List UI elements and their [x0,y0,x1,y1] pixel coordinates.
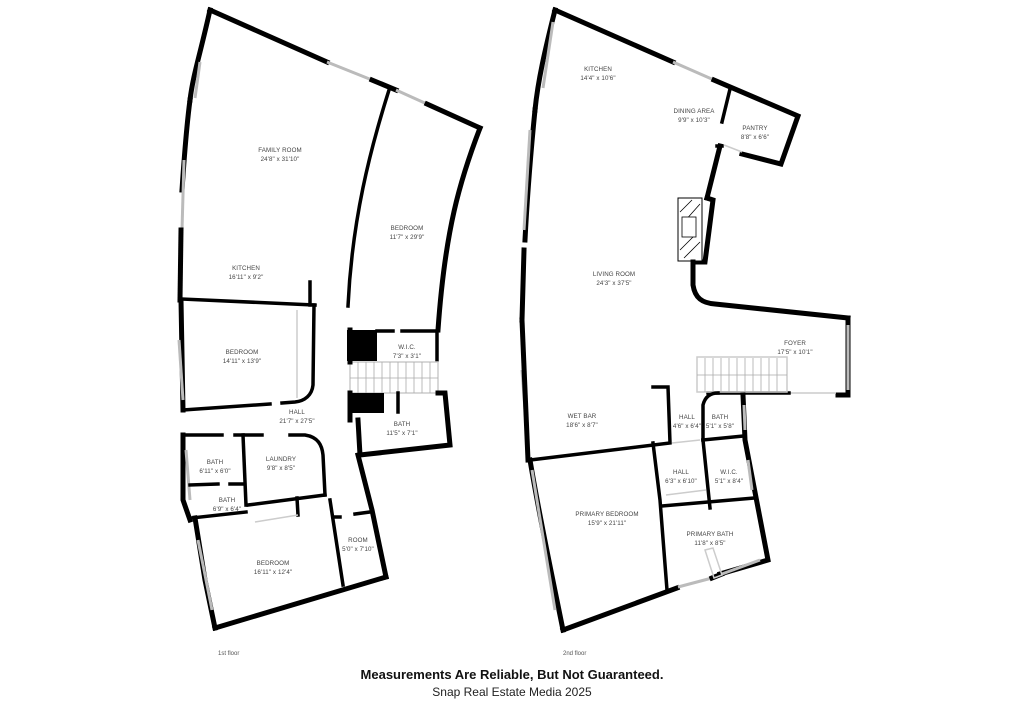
room-dimensions: 14'11" x 13'9" [222,358,262,365]
room-name: LAUNDRY [265,456,297,463]
room-primary-bath: PRIMARY BATH 11'8" x 8'5" [687,530,734,548]
room-dimensions: 5'1" x 8'4" [714,478,744,485]
room-wic: W.I.C. 7'3" x 3'1" [393,343,421,361]
room-hall-2b: HALL 6'3" x 6'10" [665,468,697,486]
room-name: PRIMARY BATH [686,531,734,538]
room-dining-area: DINING AREA 9'9" x 10'3" [674,107,715,125]
room-dimensions: 14'4" x 10'6" [580,75,616,82]
room-name: WET BAR [567,413,597,420]
room-name: FAMILY ROOM [258,147,302,154]
room-name: BATH [711,414,729,421]
room-name: ROOM [348,537,368,544]
room-name: BATH [206,459,224,466]
room-name: W.I.C. [398,344,416,351]
room-dimensions: 5'1" x 5'8" [705,423,735,430]
room-dimensions: 24'8" x 31'10" [260,156,300,163]
room-name: BEDROOM [390,225,424,232]
room-name: DINING AREA [673,108,715,115]
room-dimensions: 5'0" x 7'10" [342,546,374,553]
room-laundry: LAUNDRY 9'8" x 8'5" [266,455,296,473]
room-dimensions: 8'8" x 6'6" [740,134,770,141]
measurement-disclaimer: Measurements Are Reliable, But Not Guara… [360,667,664,682]
room-wic-2: W.I.C. 5'1" x 8'4" [715,468,743,486]
credit-line: Snap Real Estate Media 2025 [432,685,592,699]
room-living-room: LIVING ROOM 24'3" x 37'5" [593,270,635,288]
room-dimensions: 9'8" x 8'5" [266,465,296,472]
room-dimensions: 18'6" x 8'7" [566,422,598,429]
room-kitchen-2: KITCHEN 14'4" x 10'6" [580,65,615,83]
room-dimensions: 24'3" x 37'5" [596,280,632,287]
room-hall: HALL 21'7" x 27'5" [279,408,314,426]
room-bedroom-1: BEDROOM 11'7" x 29'9" [390,224,425,242]
floor-label-second: 2nd floor [563,651,587,657]
room-wet-bar: WET BAR 18'6" x 8'7" [566,412,598,430]
room-bath-1: BATH 11'5" x 7'1" [386,420,417,438]
room-name: BATH [218,497,236,504]
room-primary-bedroom: PRIMARY BEDROOM 15'9" x 21'11" [575,510,638,528]
room-name: BEDROOM [256,560,290,567]
room-dimensions: 9'9" x 10'3" [678,117,710,124]
room-name: KITCHEN [584,66,612,73]
room-name: BEDROOM [225,349,259,356]
room-pantry: PANTRY 8'8" x 6'6" [741,124,769,142]
room-bath-2nd: BATH 5'1" x 5'8" [706,413,734,431]
room-kitchen: KITCHEN 16'11" x 9'2" [229,264,264,282]
room-name: HALL [673,469,689,476]
room-name: PANTRY [742,125,768,132]
floor-label-first: 1st floor [218,651,240,657]
room-name: FOYER [784,340,806,347]
room-family-room: FAMILY ROOM 24'8" x 31'10" [258,146,302,164]
room-room: ROOM 5'0" x 7'10" [342,536,374,554]
room-dimensions: 7'3" x 3'1" [392,353,422,360]
room-dimensions: 11'7" x 29'9" [389,234,425,241]
room-dimensions: 16'11" x 9'2" [228,274,264,281]
room-name: HALL [289,409,305,416]
room-bath-2: BATH 6'11" x 6'0" [199,458,230,476]
room-name: BATH [393,421,411,428]
room-name: HALL [679,414,695,421]
room-name: W.I.C. [720,469,738,476]
room-name: KITCHEN [232,265,260,272]
room-foyer: FOYER 17'5" x 10'1" [777,339,812,357]
room-bath-3: BATH 6'9" x 6'4" [213,496,241,514]
room-hall-2a: HALL 4'6" x 6'4" [673,413,701,431]
room-name: LIVING ROOM [592,271,636,278]
room-name: PRIMARY BEDROOM [575,511,639,518]
room-dimensions: 16'11" x 12'4" [253,569,293,576]
room-dimensions: 6'3" x 6'10" [665,478,697,485]
room-dimensions: 11'8" x 8'5" [694,540,726,547]
room-dimensions: 11'5" x 7'1" [386,430,418,437]
room-dimensions: 21'7" x 27'5" [279,418,315,425]
room-dimensions: 6'11" x 6'0" [199,468,231,475]
second-floor-walls [519,6,851,634]
room-bedroom-3: BEDROOM 16'11" x 12'4" [254,559,292,577]
room-dimensions: 17'5" x 10'1" [777,349,813,356]
first-floor-walls [177,6,484,632]
room-dimensions: 15'9" x 21'11" [587,520,627,527]
room-dimensions: 4'6" x 6'4" [672,423,702,430]
room-bedroom-2: BEDROOM 14'11" x 13'9" [223,348,261,366]
room-dimensions: 6'9" x 6'4" [212,506,242,513]
